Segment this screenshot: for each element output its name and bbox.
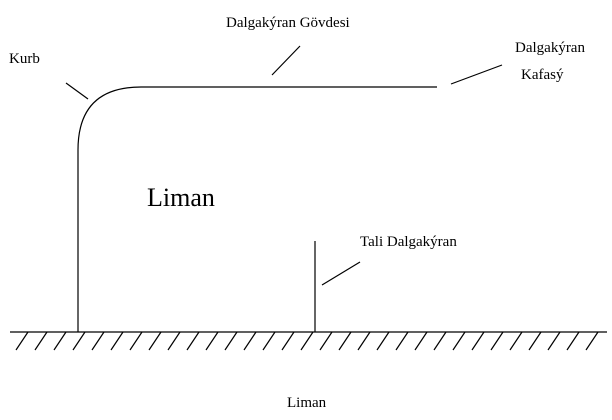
label-curve: Kurb (9, 51, 40, 67)
hatch-mark (300, 331, 314, 351)
main-breakwater (77, 86, 437, 332)
hatch-mark (509, 331, 523, 351)
label-secondary-breakwater: Tali Dalgakýran (360, 234, 457, 250)
hatch-mark (319, 331, 333, 351)
hatch-mark (15, 331, 29, 351)
hatch-mark (338, 331, 352, 351)
hatch-mark (547, 331, 561, 351)
hatch-mark (433, 331, 447, 351)
hatch-mark (53, 331, 67, 351)
hatch-mark (490, 331, 504, 351)
hatch-mark (205, 331, 219, 351)
label-breakwater-head-line2: Kafasý (521, 67, 564, 83)
hatch-mark (91, 331, 105, 351)
hatch-mark (528, 331, 542, 351)
hatch-mark (72, 331, 86, 351)
label-breakwater-body: Dalgakýran Gövdesi (226, 15, 350, 31)
caption: Liman (287, 395, 327, 411)
label-harbor: Liman (147, 183, 215, 212)
hatch-mark (186, 331, 200, 351)
hatch-mark (167, 331, 181, 351)
label-breakwater-head-line1: Dalgakýran (515, 40, 585, 56)
hatch-mark (357, 331, 371, 351)
leader-secondary (321, 261, 361, 286)
hatch-mark (224, 331, 238, 351)
hatch-mark (243, 331, 257, 351)
hatch-mark (262, 331, 276, 351)
leader-curve (65, 82, 89, 100)
hatch-mark (471, 331, 485, 351)
hatch-mark (395, 331, 409, 351)
hatch-mark (281, 331, 295, 351)
hatch-mark (110, 331, 124, 351)
leader-head (450, 64, 503, 85)
hatch-mark (452, 331, 466, 351)
hatch-mark (129, 331, 143, 351)
hatch-mark (566, 331, 580, 351)
hatch-mark (148, 331, 162, 351)
hatch-mark (414, 331, 428, 351)
shoreline-hatching (15, 331, 599, 351)
hatch-mark (585, 331, 599, 351)
hatch-mark (34, 331, 48, 351)
leader-body (271, 45, 301, 76)
hatch-mark (376, 331, 390, 351)
